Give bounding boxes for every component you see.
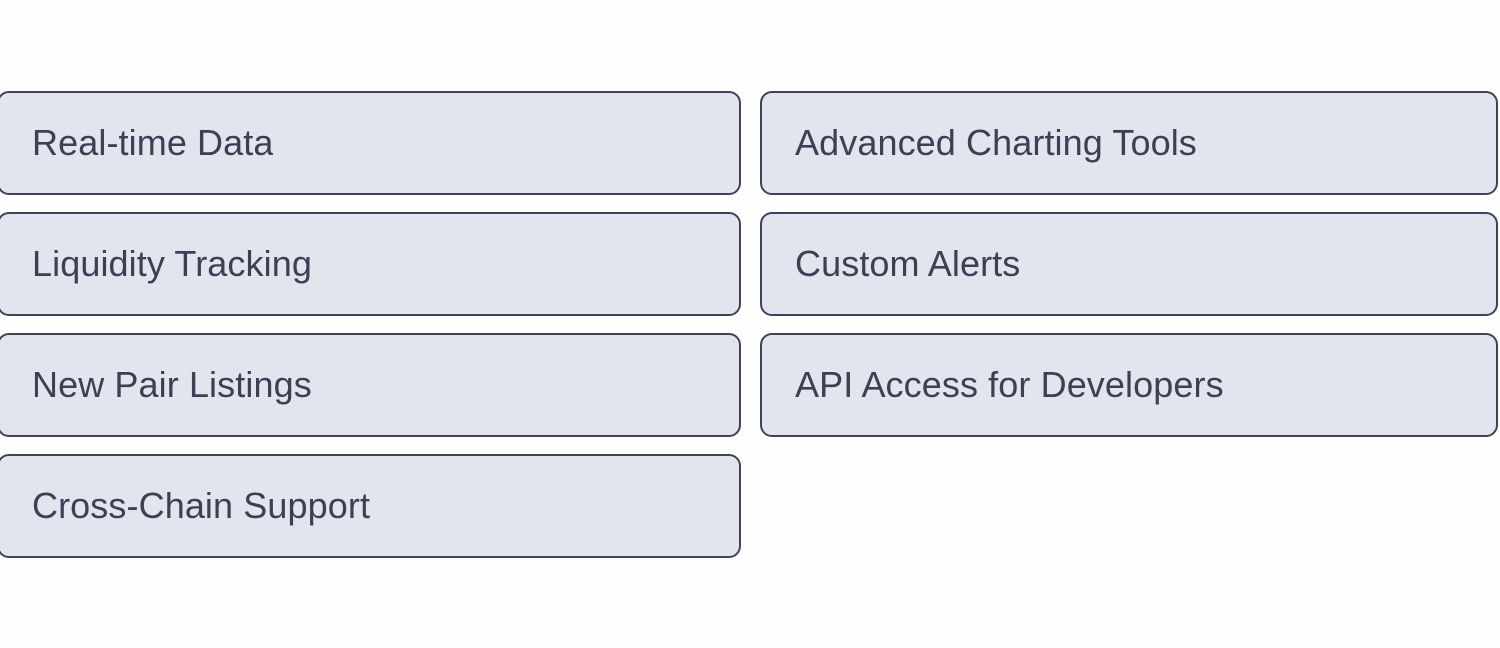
feature-item-label: Custom Alerts <box>795 244 1021 284</box>
feature-item-new-pair-listings[interactable]: New Pair Listings <box>0 333 741 437</box>
feature-item-liquidity-tracking[interactable]: Liquidity Tracking <box>0 212 741 316</box>
feature-item-advanced-charting-tools[interactable]: Advanced Charting Tools <box>760 91 1498 195</box>
feature-item-label: Liquidity Tracking <box>32 244 312 284</box>
feature-item-label: Cross-Chain Support <box>32 486 371 526</box>
feature-column-right: Advanced Charting Tools Custom Alerts AP… <box>760 91 1498 437</box>
feature-item-label: API Access for Developers <box>795 365 1224 405</box>
feature-item-label: Real-time Data <box>32 123 274 163</box>
feature-item-custom-alerts[interactable]: Custom Alerts <box>760 212 1498 316</box>
feature-item-cross-chain-support[interactable]: Cross-Chain Support <box>0 454 741 558</box>
feature-item-label: New Pair Listings <box>32 365 312 405</box>
feature-column-left: Real-time Data Liquidity Tracking New Pa… <box>0 91 741 558</box>
feature-item-real-time-data[interactable]: Real-time Data <box>0 91 741 195</box>
feature-item-api-access-for-developers[interactable]: API Access for Developers <box>760 333 1498 437</box>
feature-item-label: Advanced Charting Tools <box>795 123 1197 163</box>
